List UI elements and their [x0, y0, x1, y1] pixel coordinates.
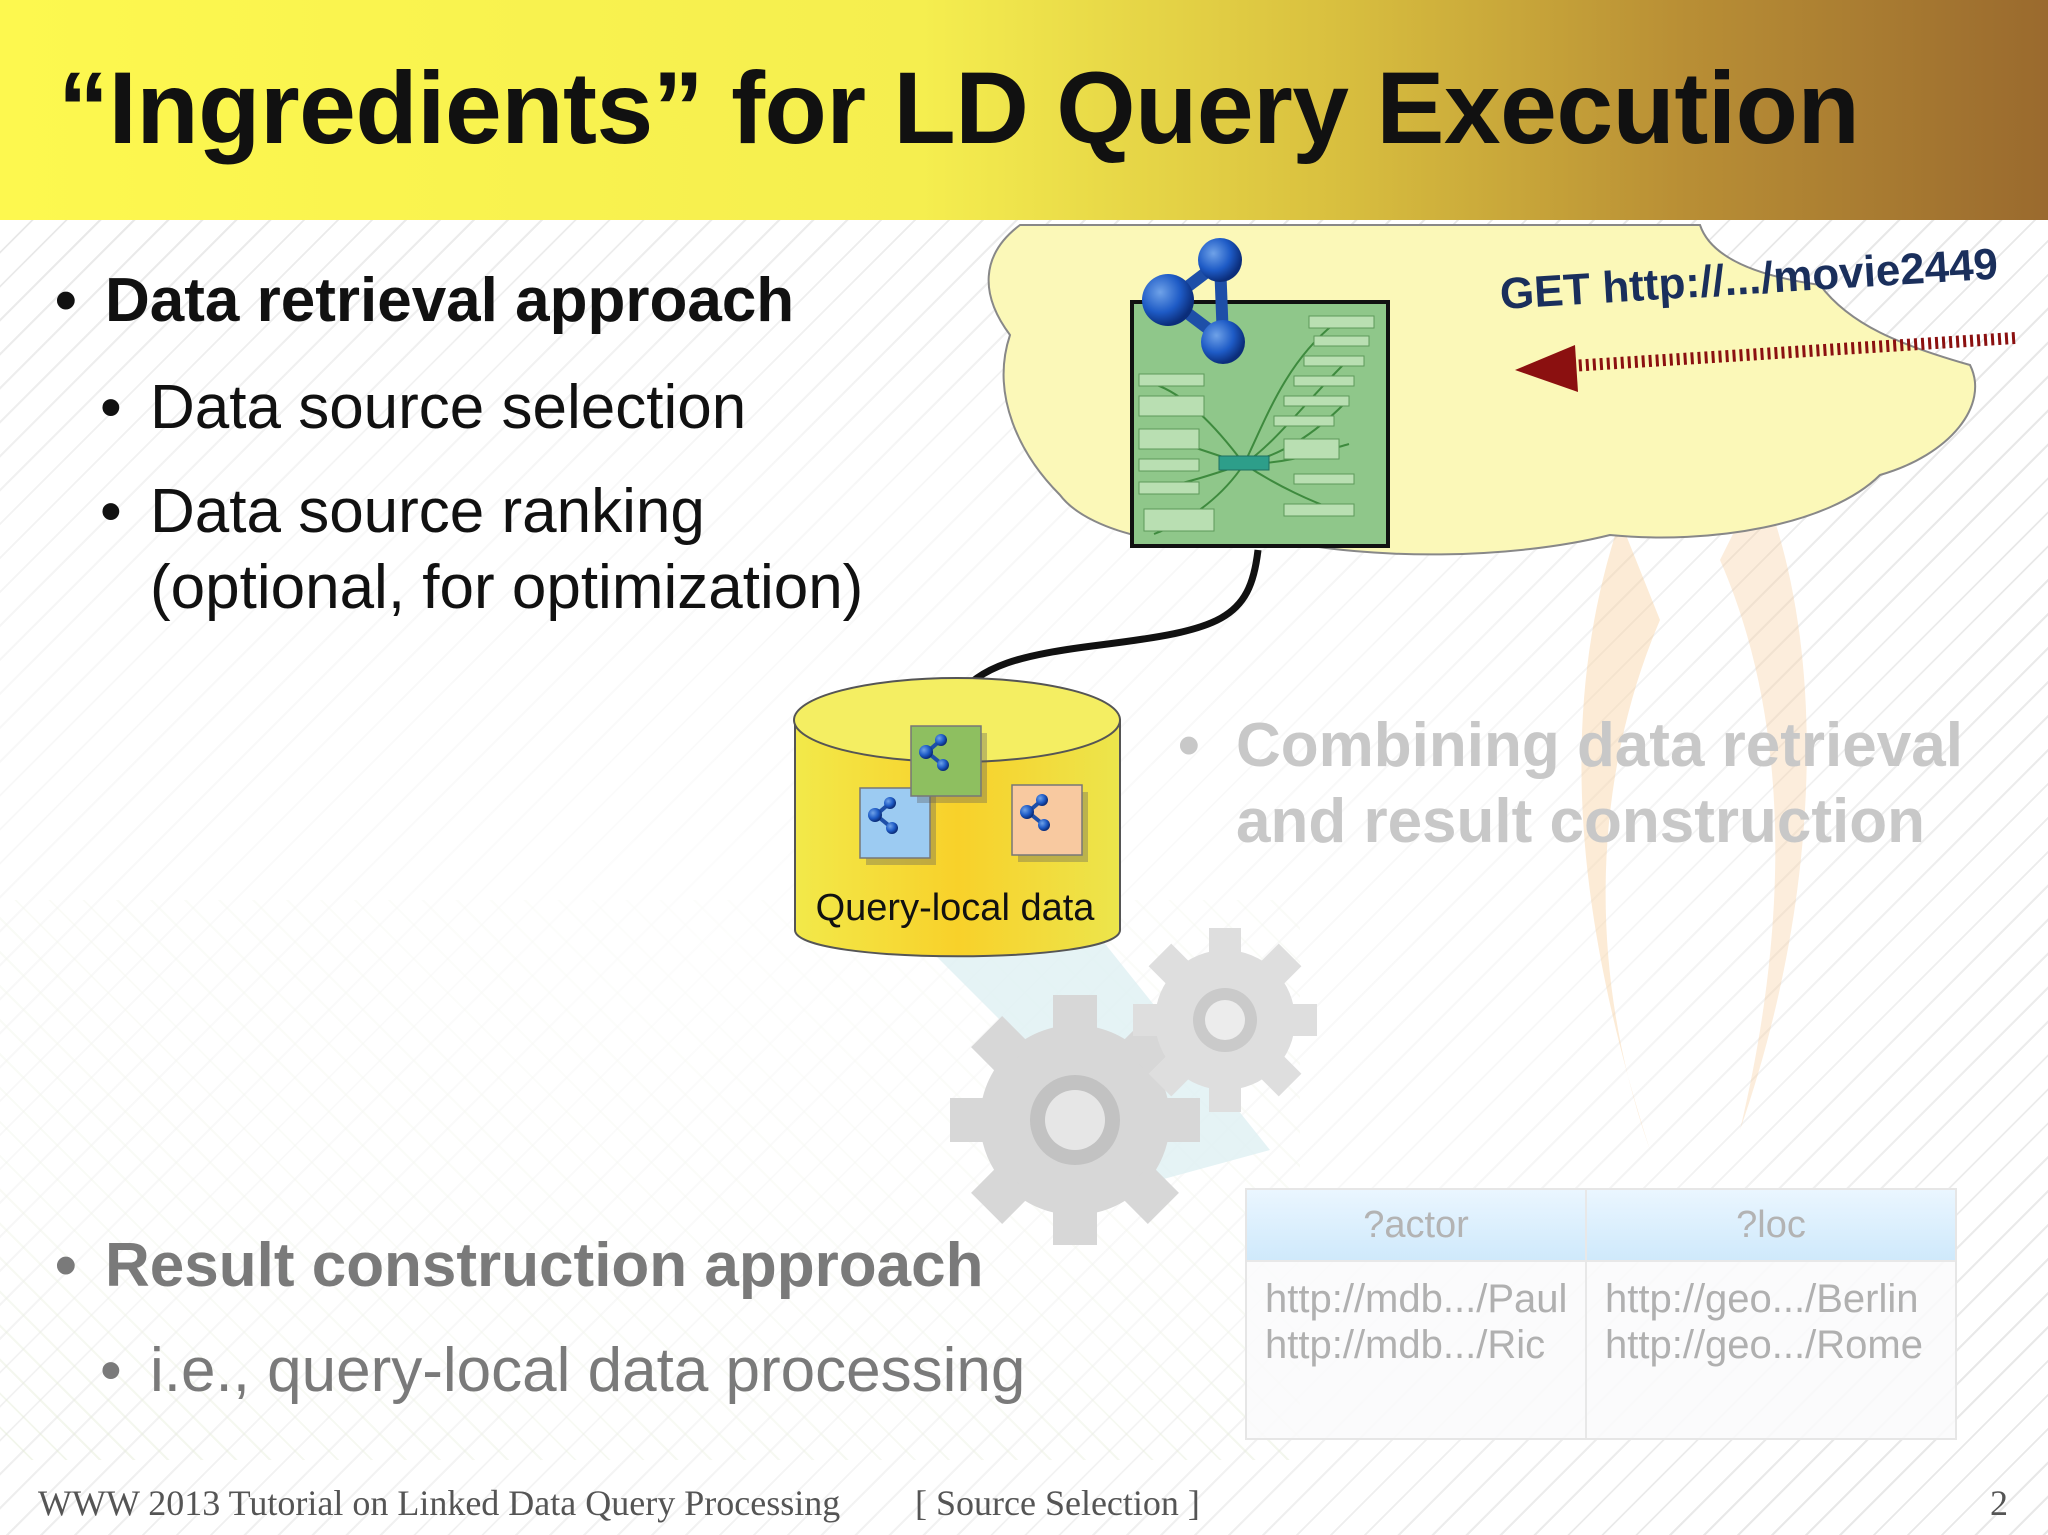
bullet-result-text: Result construction approach — [105, 1231, 984, 1300]
gear-icon-small — [1133, 928, 1317, 1112]
header-actor: ?actor — [1363, 1203, 1469, 1246]
bullet-selection-text: Data source selection — [150, 373, 747, 442]
bullet-ranking: • Data source ranking (optional, for opti… — [100, 474, 863, 626]
mini-doc-blue — [859, 787, 936, 865]
bullet-combining-line1: Combining data retrieval — [1236, 711, 1963, 780]
table-cell: http://mdb.../Ric — [1265, 1323, 1546, 1367]
bullet-result: • Result construction approach — [55, 1230, 983, 1301]
bullet-glyph: • — [55, 1231, 77, 1300]
result-table-body: http://mdb.../Paul http://mdb.../Ric htt… — [1247, 1262, 1955, 1438]
footer-title: WWW 2013 Tutorial on Linked Data Query P… — [38, 1483, 841, 1523]
bullet-result-sub: • i.e., query-local data processing — [100, 1335, 1025, 1406]
bullet-result-sub-text: i.e., query-local data processing — [150, 1336, 1026, 1405]
page-number: 2 — [1990, 1483, 2008, 1523]
bullet-combining-line2: and result construction — [1236, 787, 1925, 856]
bullet-retrieval: • Data retrieval approach — [55, 265, 794, 336]
bullet-retrieval-text: Data retrieval approach — [105, 266, 795, 335]
bullet-selection: • Data source selection — [100, 372, 746, 443]
slide-title: “Ingredients” for LD Query Execution — [58, 51, 1860, 165]
footer-section: [ Source Selection ] — [915, 1483, 1200, 1523]
bullet-combining: • Combining data retrieval and result con… — [1178, 708, 1963, 860]
mini-doc-orange — [1011, 784, 1088, 862]
column-loc: http://geo.../Berlin http://geo.../Rome — [1585, 1262, 1955, 1438]
get-arrow — [1515, 332, 2016, 392]
mini-doc-green — [910, 725, 987, 803]
table-cell: http://geo.../Rome — [1605, 1323, 1923, 1367]
bullet-glyph: • — [100, 1336, 122, 1405]
gear-icon-large — [950, 995, 1200, 1245]
bullet-glyph: • — [1178, 711, 1200, 780]
rdf-graph-icon — [1142, 238, 1245, 364]
table-cell: http://mdb.../Paul — [1265, 1277, 1568, 1321]
result-table-header: ?actor ?loc — [1247, 1190, 1955, 1262]
bullet-glyph: • — [55, 266, 77, 335]
table-cell: http://geo.../Berlin — [1605, 1277, 1919, 1321]
rdf-document — [1130, 300, 1390, 548]
column-actor: http://mdb.../Paul http://mdb.../Ric — [1247, 1262, 1585, 1438]
db-label: Query-local data — [815, 887, 1095, 929]
bullet-ranking-line1: Data source ranking — [150, 477, 705, 546]
bullet-glyph: • — [100, 373, 122, 442]
bullet-glyph: • — [100, 477, 122, 546]
mindmap-graphic — [1138, 315, 1375, 535]
bullet-ranking-line2: (optional, for optimization) — [150, 553, 864, 622]
header-loc: ?loc — [1585, 1190, 1955, 1260]
result-table: ?actor ?loc http://mdb.../Paul http://md… — [1245, 1188, 1957, 1440]
title-bar: “Ingredients” for LD Query Execution — [0, 0, 2048, 220]
